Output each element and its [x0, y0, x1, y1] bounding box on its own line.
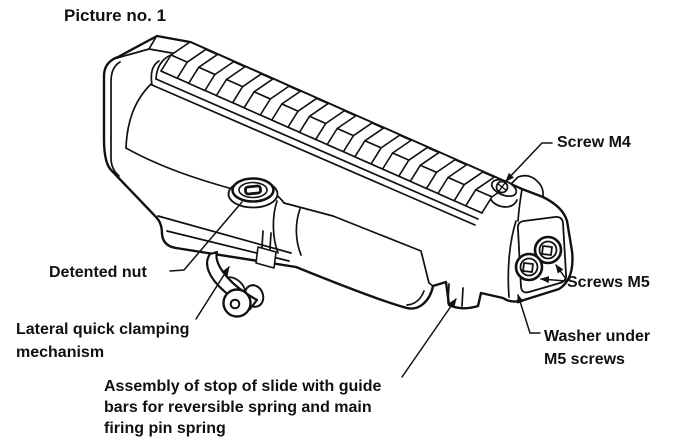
figure-title: Picture no. 1 [64, 6, 167, 25]
side-slot-tab [255, 246, 277, 269]
label-detented-nut: Detented nut [49, 264, 147, 281]
label-slide-stop-assembly: Assembly of stop of slide with guide bar… [104, 378, 382, 437]
leader-screws-m5-lower [540, 276, 567, 284]
picatinny-rail [160, 41, 512, 214]
label-washer-m5: Washer under M5 screws [544, 328, 651, 368]
label-screws-m5: Screws M5 [567, 274, 650, 291]
label-lateral-clamping: Lateral quick clamping mechanism [16, 321, 190, 361]
label-screw-m4: Screw M4 [557, 134, 631, 151]
leader-detented-nut [169, 201, 243, 272]
leader-washer [517, 294, 541, 334]
leader-screw-m4 [505, 142, 553, 182]
leader-lines [169, 142, 567, 378]
clamping-lever-part [206, 250, 265, 318]
leader-lateral-clamping [195, 266, 230, 320]
receiver-body [102, 34, 574, 310]
detented-nut-part [227, 177, 279, 209]
leader-screws-m5-upper [555, 264, 567, 280]
rear-face-screws-m5 [514, 215, 568, 294]
leader-slide-stop [401, 298, 457, 378]
